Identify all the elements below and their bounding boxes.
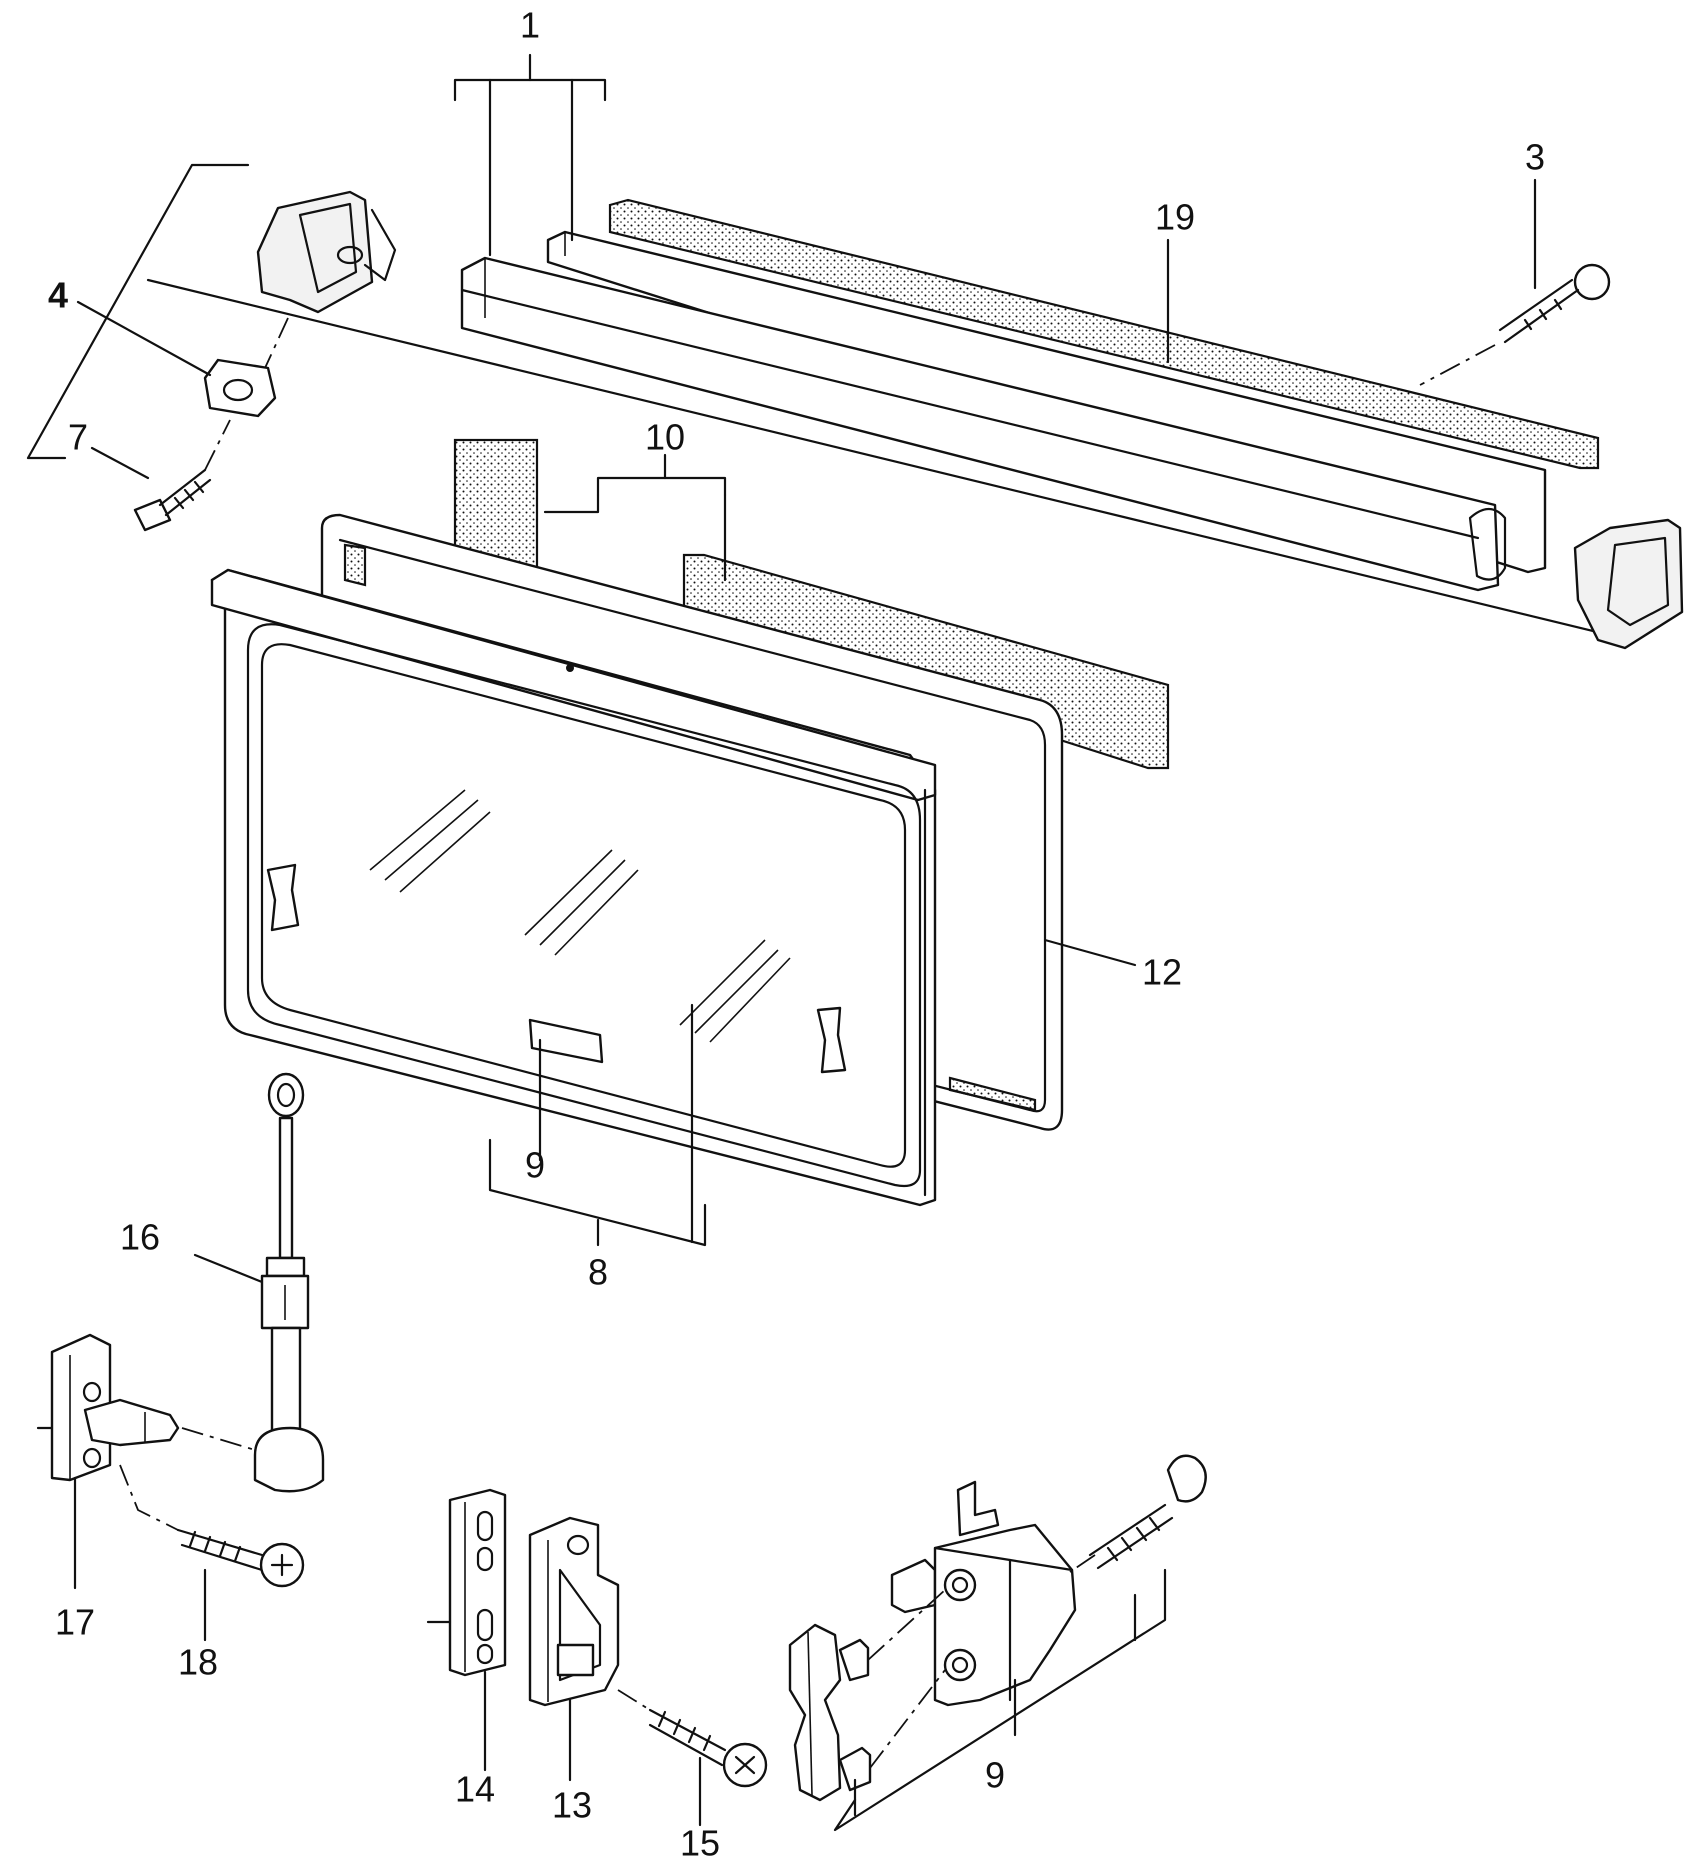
callout-10: 10 (645, 417, 685, 458)
top-rail-assembly (146, 198, 1632, 642)
callout-9-top: 9 (525, 1145, 545, 1186)
bracket-10 (543, 453, 727, 582)
leader-16 (193, 1253, 264, 1284)
bracket-8 (488, 1003, 707, 1247)
right-end-cap (1573, 518, 1684, 650)
callout-8: 8 (588, 1252, 608, 1293)
callout-3: 3 (1525, 137, 1545, 178)
callout-4: 4 (48, 275, 68, 316)
screw-part-3 (1419, 263, 1611, 386)
bracket-1 (453, 53, 607, 257)
bracket-4-7 (26, 163, 250, 460)
callout-16: 16 (120, 1217, 160, 1258)
callout-15: 15 (680, 1823, 720, 1864)
catch-plate-part-14 (426, 1488, 507, 1772)
screw-part-18 (119, 1464, 305, 1642)
callout-14: 14 (455, 1769, 495, 1810)
callout-9-bottom: 9 (985, 1755, 1005, 1796)
stay-arm-part-16 (253, 1072, 325, 1493)
clip-part-4 (203, 317, 289, 418)
screw-part-15 (617, 1689, 768, 1827)
leader-7 (90, 446, 150, 480)
callout-18: 18 (178, 1642, 218, 1683)
callout-19: 19 (1155, 197, 1195, 238)
leader-4 (76, 300, 212, 377)
callout-13: 13 (552, 1785, 592, 1826)
handle-assembly-part-9 (788, 1454, 1207, 1832)
leader-12 (1043, 938, 1137, 967)
callout-7: 7 (68, 417, 88, 458)
catch-part-13 (528, 1516, 620, 1782)
window-sash-part-8 (210, 568, 937, 1207)
callout-12: 12 (1142, 952, 1182, 993)
callout-17: 17 (55, 1602, 95, 1643)
hinge-bracket-part-17 (36, 1333, 256, 1590)
left-end-cap (256, 190, 397, 314)
screw-part-7 (133, 419, 231, 532)
callout-1: 1 (520, 5, 540, 46)
